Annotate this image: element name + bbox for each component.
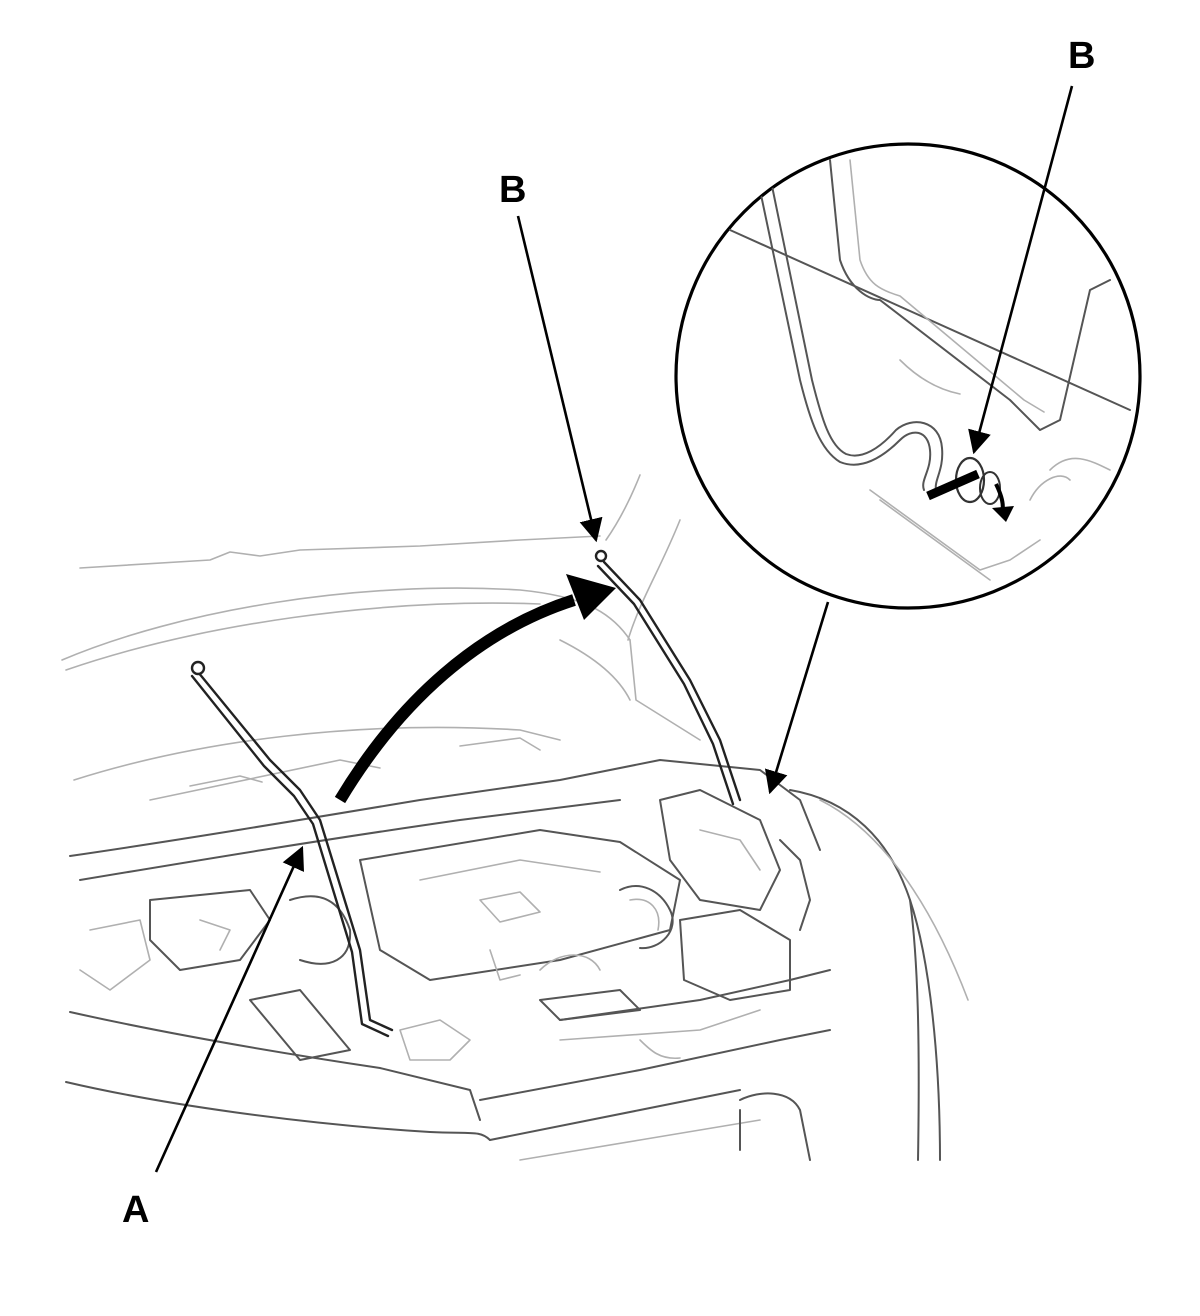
callout-b-detail-leader (968, 85, 1074, 455)
rod-swing-arrow (334, 594, 576, 804)
rod-swing-arrowhead (566, 574, 616, 620)
hood-support-rod-installed (594, 549, 742, 806)
detail-leader-arrow (764, 601, 830, 795)
detail-zoom-circle (674, 142, 1142, 610)
callout-b-main-label: B (499, 169, 526, 211)
hood-support-rod-stowed (190, 660, 394, 1038)
callout-a-label: A (122, 1189, 149, 1231)
vehicle-front-body (65, 789, 969, 1161)
callout-b-detail-label: B (1068, 35, 1095, 77)
open-hood (61, 474, 701, 801)
callout-b-main-leader (516, 215, 603, 543)
callout-a-leader (154, 845, 305, 1173)
engine-bay (69, 759, 831, 1061)
